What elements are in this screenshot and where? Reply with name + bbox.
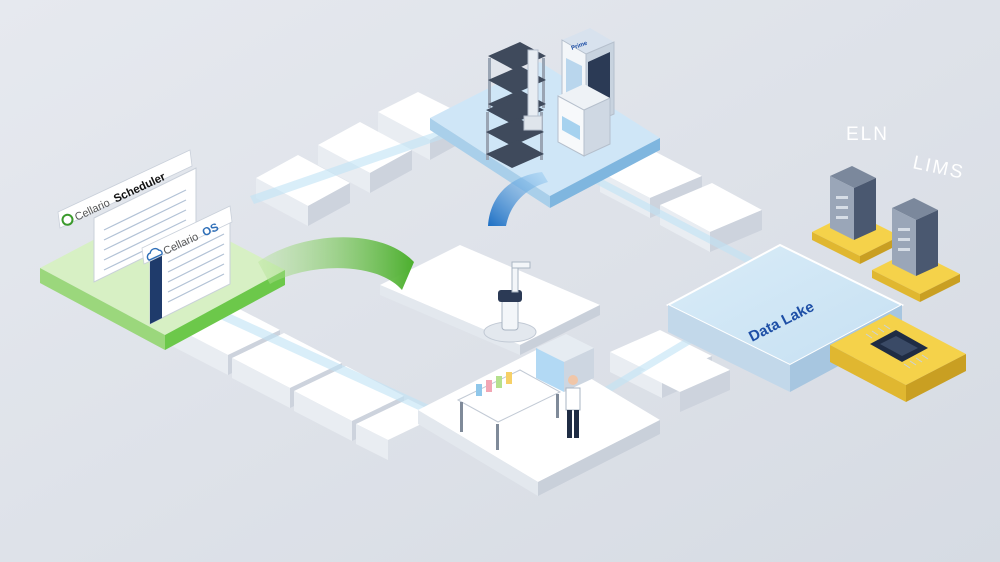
cloud-icon [146, 247, 163, 261]
server-icon [830, 166, 876, 240]
lab-platform [418, 348, 660, 496]
liquid-handler [557, 84, 611, 157]
lims-server [872, 198, 960, 302]
conveyor-track [196, 300, 440, 418]
green-flow-arrow [258, 237, 414, 290]
lab-bench [456, 369, 562, 450]
bottles [476, 372, 512, 396]
scientist-icon [565, 375, 581, 438]
compute-platform [830, 314, 966, 402]
conveyor-track [250, 120, 474, 204]
blue-flow-arrow [488, 172, 548, 226]
robot-arm-icon [523, 49, 543, 131]
conveyor-bottom-left [170, 300, 440, 460]
server-icon [892, 198, 938, 276]
instrument-brand: Prime [571, 40, 589, 52]
central-hub [380, 245, 600, 355]
conveyor-track [600, 330, 704, 396]
tile [640, 350, 730, 412]
os-label: Cellario OS [141, 205, 233, 265]
cellario-logo-icon [61, 213, 74, 226]
screen-content [167, 233, 225, 303]
conveyor-track [596, 178, 760, 268]
chip-icon [865, 324, 929, 369]
eln-server [812, 166, 900, 264]
os-screen [149, 217, 231, 325]
eln-label: ELN [846, 124, 889, 145]
conveyor-bottom-right [600, 330, 730, 412]
hub-robot-arm [483, 261, 537, 343]
